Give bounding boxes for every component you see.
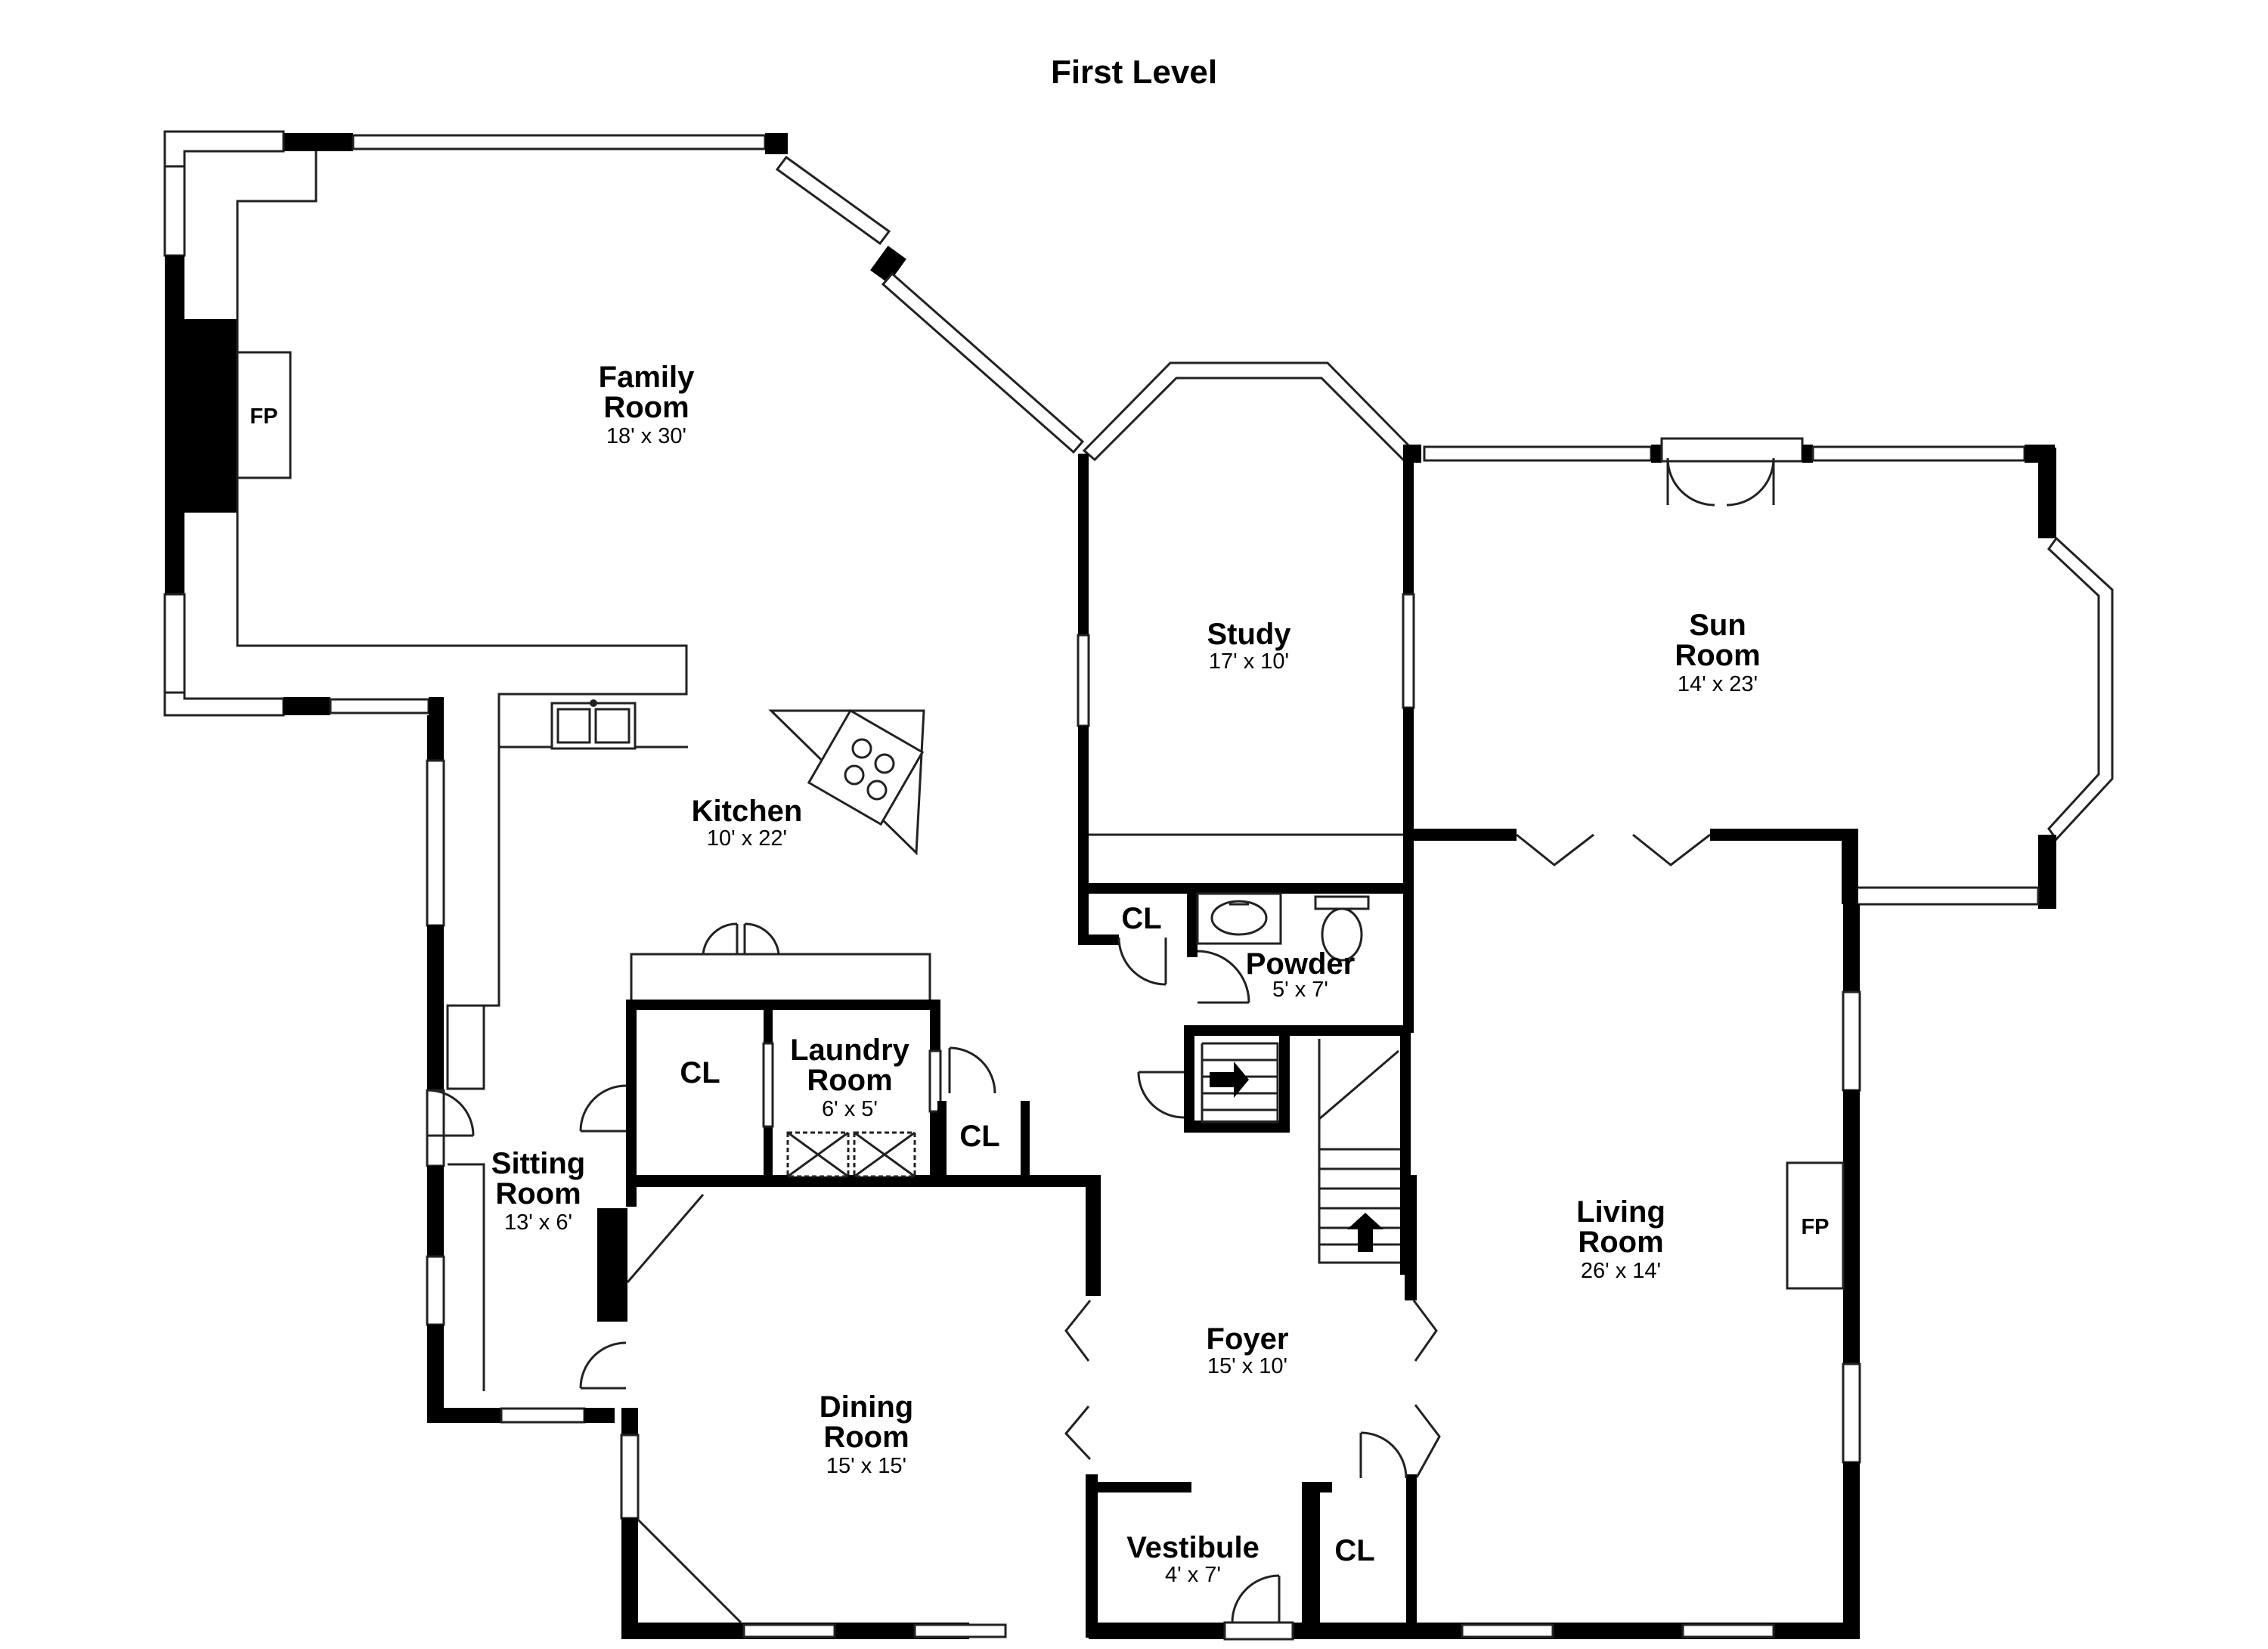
- powder-dims: 5' x 7': [1272, 978, 1328, 1002]
- closet-label-powder: CL: [1121, 902, 1161, 935]
- sink-icon: [550, 699, 637, 750]
- family-room-label-2: Room: [603, 391, 689, 424]
- dryer-icon: [853, 1131, 916, 1178]
- laundry-room-label-2: Room: [807, 1064, 892, 1097]
- washer-icon: [786, 1131, 850, 1178]
- sun-room-walls: [1403, 437, 2114, 909]
- pantry-cabinet: [630, 922, 931, 1006]
- study-walls: [1077, 361, 1416, 1033]
- laundry-room-dims: 6' x 5': [822, 1097, 878, 1121]
- sitting-room-label: Sitting: [491, 1147, 585, 1180]
- closet-label-laundry: CL: [959, 1120, 999, 1153]
- page-title: First Level: [1051, 54, 1217, 91]
- sitting-room-walls: [427, 1089, 705, 1390]
- dining-room-label-2: Room: [823, 1421, 909, 1454]
- stair-arrow-icon: [1210, 1062, 1249, 1098]
- toilet-icon: [1314, 895, 1370, 962]
- dining-room-label: Dining: [820, 1390, 913, 1424]
- exterior-walls: [163, 130, 1085, 1424]
- kitchen-dims: 10' x 22': [707, 826, 787, 851]
- sun-room-dims: 14' x 23': [1678, 672, 1758, 696]
- study-label: Study: [1207, 618, 1291, 651]
- living-room-label-2: Room: [1578, 1226, 1663, 1259]
- fireplace-label-family: FP: [249, 405, 277, 429]
- study-dims: 17' x 10': [1209, 649, 1289, 674]
- foyer-dims: 15' x 10': [1207, 1354, 1287, 1378]
- kitchen-label: Kitchen: [692, 795, 803, 828]
- living-room-dims: 26' x 14': [1581, 1259, 1661, 1283]
- laundry-walls: [579, 1000, 1101, 1296]
- vestibule-label: Vestibule: [1126, 1531, 1259, 1564]
- living-room-label: Living: [1576, 1195, 1665, 1229]
- fireplace-label-living: FP: [1801, 1215, 1829, 1239]
- fireplace-living: [1786, 1161, 1845, 1290]
- dining-room-walls: [620, 1175, 1098, 1639]
- family-room-label: Family: [599, 361, 695, 394]
- powder-label: Powder: [1246, 947, 1355, 981]
- sitting-room-label-2: Room: [495, 1177, 581, 1210]
- sun-room-label: Sun: [1689, 609, 1746, 642]
- sun-room-label-2: Room: [1675, 639, 1760, 672]
- fireplace-family: [236, 351, 292, 479]
- sitting-room-dims: 13' x 6': [504, 1210, 572, 1235]
- dining-room-dims: 15' x 15': [826, 1454, 906, 1478]
- staircase: [1137, 1025, 1411, 1275]
- closet-label-vestibule: CL: [1334, 1534, 1374, 1567]
- stair-arrow-icon: [1347, 1213, 1383, 1252]
- laundry-room-label: Laundry: [790, 1034, 910, 1067]
- family-room-dims: 18' x 30': [606, 424, 686, 448]
- stove-icon: [768, 708, 925, 856]
- living-room-walls: [1461, 904, 1861, 1639]
- closet-label-kitchen: CL: [680, 1056, 720, 1090]
- sink-icon: [1196, 892, 1282, 945]
- vestibule-dims: 4' x 7': [1165, 1563, 1221, 1587]
- foyer-label: Foyer: [1207, 1322, 1289, 1356]
